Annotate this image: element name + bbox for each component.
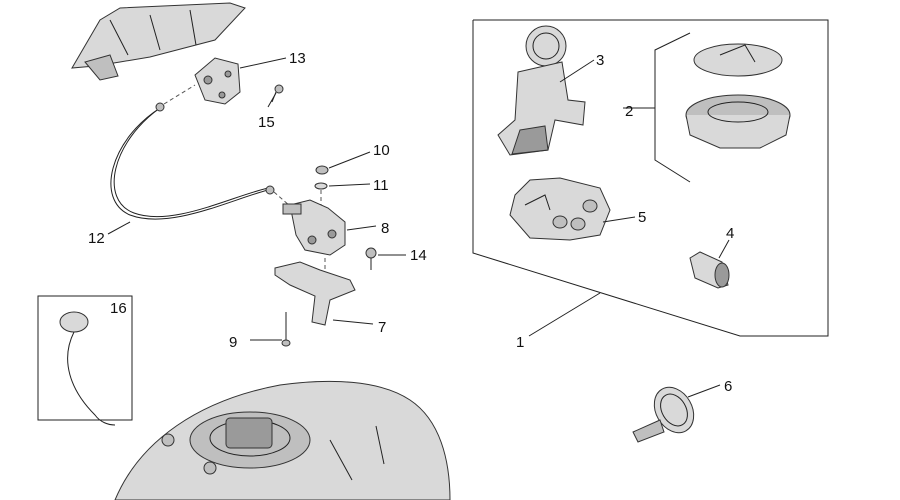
- callout-8: 8: [381, 220, 389, 237]
- screw-part-15: [271, 84, 284, 103]
- part-16-box: [37, 295, 133, 421]
- callout-16: 16: [110, 300, 127, 317]
- callout-10: 10: [373, 142, 390, 159]
- bracket-part-7: [274, 258, 356, 326]
- callout-3: 3: [596, 52, 604, 69]
- fuel-tank: [114, 380, 451, 500]
- lock-kit-frame: [472, 19, 829, 337]
- callout-15: 15: [258, 114, 275, 131]
- callout-6: 6: [724, 378, 732, 395]
- callout-1: 1: [516, 334, 524, 351]
- callout-13: 13: [289, 50, 306, 67]
- key-part-6: [632, 386, 695, 443]
- callout-9: 9: [229, 334, 237, 351]
- callout-4: 4: [726, 225, 734, 242]
- bolt-part-14: [365, 247, 377, 270]
- washer-part-11: [314, 182, 328, 205]
- screw-part-9: [281, 312, 291, 347]
- actuator-part-8: [282, 199, 346, 256]
- seat-latch-part-13: [194, 57, 241, 105]
- leader-lines: [107, 57, 730, 398]
- seat-tail-assembly: [71, 2, 246, 81]
- callout-14: 14: [410, 247, 427, 264]
- lock-part-4: [689, 251, 730, 289]
- nut-part-10: [315, 165, 329, 175]
- fuel-cap-part-2: [685, 43, 791, 149]
- callout-7: 7: [378, 319, 386, 336]
- cap-part-16: [59, 311, 116, 426]
- ignition-switch-part-3: [497, 25, 586, 156]
- callout-2: 2: [625, 103, 633, 120]
- callout-labels: 1 2 3 4 5 6 7 8 9 10 11 12 13 14 15 16: [88, 50, 734, 395]
- callout-5: 5: [638, 209, 646, 226]
- callout-12: 12: [88, 230, 105, 247]
- seat-release-cable-part-12: [110, 84, 291, 220]
- fuel-cap-bracket: [654, 32, 691, 183]
- lock-cylinders-part-5: [509, 177, 611, 241]
- callout-11: 11: [373, 177, 389, 194]
